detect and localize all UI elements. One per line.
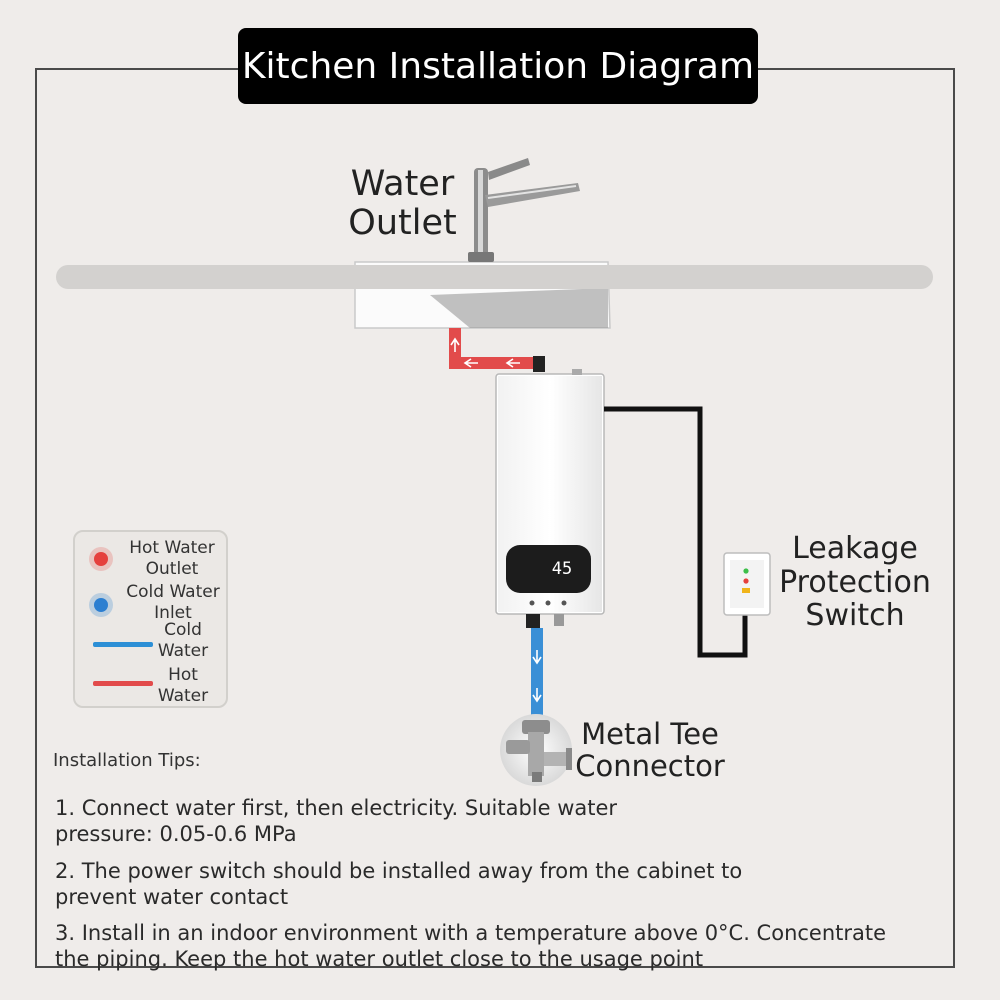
- metal-tee-icon: [500, 714, 572, 786]
- tip-item: 3. Install in an indoor environment with…: [55, 921, 887, 972]
- water-heater-unit: [495, 369, 605, 628]
- cold-water-pipe: [531, 628, 543, 716]
- tips-heading: Installation Tips:: [53, 750, 201, 771]
- hot-water-bar-icon: [93, 681, 153, 686]
- sink-shadow: [430, 288, 608, 328]
- leakage-switch-label: Leakage Protection Switch: [779, 531, 931, 634]
- cold-water-bar-icon: [93, 642, 153, 647]
- hot-water-pipe: [449, 328, 545, 372]
- countertop: [56, 265, 933, 289]
- diagram-title: Kitchen Installation Diagram: [238, 28, 758, 104]
- legend-item-cold-water: Cold Water: [157, 620, 209, 662]
- tip-item: 1. Connect water first, then electricity…: [55, 796, 618, 847]
- faucet-icon: [468, 158, 580, 262]
- tip-item: 2. The power switch should be installed …: [55, 859, 743, 910]
- water-outlet-label: Water Outlet: [348, 164, 457, 244]
- cold-water-inlet-dot-icon: [94, 598, 108, 612]
- leakage-switch-icon: [723, 552, 771, 616]
- hot-water-outlet-dot-icon: [94, 552, 108, 566]
- power-cable: [604, 406, 748, 658]
- legend-item-hot-outlet: Hot Water Outlet: [129, 538, 215, 580]
- heater-display: 45: [551, 559, 573, 579]
- legend-item-hot-water: Hot Water: [157, 665, 209, 707]
- metal-tee-label: Metal Tee Connector: [575, 717, 725, 784]
- legend: Hot Water Outlet Cold Water Inlet Cold W…: [73, 530, 228, 708]
- legend-item-cold-inlet: Cold Water Inlet: [126, 582, 220, 624]
